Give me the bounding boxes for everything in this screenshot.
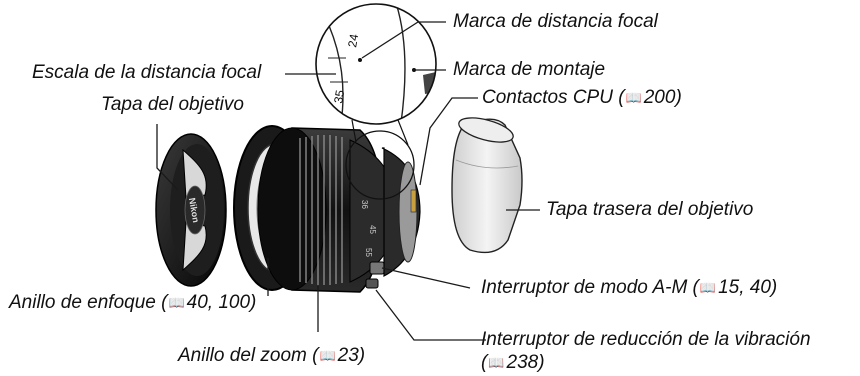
vr-ref-open: ( (481, 352, 488, 373)
book-icon: 📖 (319, 348, 336, 363)
cpu-contacts-ref: 200 (643, 87, 676, 108)
leader-am (381, 267, 471, 289)
label-focus-ring: Anillo de enfoque (📖40, 100) (9, 292, 256, 314)
leader-lens-cap (156, 124, 179, 191)
magnifier-scale-24: 24 (345, 33, 361, 49)
focus-ring-text: Anillo de enfoque ( (9, 292, 168, 313)
zoom-ring-close: ) (358, 345, 366, 366)
am-switch (369, 261, 385, 275)
label-zoom-ring: Anillo del zoom (📖23) (178, 345, 365, 367)
lens-cap: Nikon (155, 133, 227, 287)
book-icon: 📖 (488, 355, 505, 370)
label-vr-ref: (📖238) (481, 352, 545, 374)
detail-circle (345, 130, 415, 200)
label-focal-length-scale: Escala de la distancia focal (32, 62, 262, 83)
lens-scale-36: 36 (360, 200, 369, 209)
book-icon: 📖 (168, 295, 185, 310)
vr-ref-close: ) (538, 352, 545, 373)
label-cpu-contacts: Contactos CPU (📖200) (482, 87, 682, 109)
cpu-contacts (410, 189, 417, 213)
book-icon: 📖 (699, 280, 717, 295)
leader-lines (156, 21, 540, 341)
magnifier-scale-35: 35 (331, 89, 347, 105)
am-switch-close: ) (770, 277, 778, 298)
label-focal-length-mark: Marca de distancia focal (453, 11, 658, 32)
magnifier-detail: 24 35 (315, 3, 437, 125)
lens-barrel: 36 45 55 (257, 127, 421, 293)
zoom-ring-ref: 23 (337, 345, 359, 366)
book-icon: 📖 (625, 90, 642, 105)
zoom-ring-text: Anillo del zoom ( (178, 345, 319, 366)
vr-ref-num: 238 (506, 352, 539, 373)
label-vr-switch: Interruptor de reducción de la vibración (481, 329, 811, 350)
label-rear-cap: Tapa trasera del objetivo (546, 199, 754, 220)
am-switch-text: Interruptor de modo A-M ( (481, 277, 699, 298)
focus-ring-close: ) (250, 292, 257, 313)
leader-cpu (419, 97, 478, 186)
lens-scale-45: 45 (368, 225, 377, 234)
lens-cap-brand: Nikon (187, 197, 201, 223)
cpu-contacts-close: ) (675, 87, 682, 108)
rear-cap (451, 117, 523, 254)
lens-scale-55: 55 (364, 248, 373, 257)
label-mounting-mark: Marca de montaje (453, 59, 606, 80)
vr-switch (365, 278, 379, 289)
focus-ring-ref: 40, 100 (186, 292, 251, 313)
cpu-contacts-text: Contactos CPU ( (482, 87, 625, 108)
zoom-ring-ribs (299, 135, 343, 285)
label-lens-cap: Tapa del objetivo (101, 94, 244, 115)
am-switch-ref: 15, 40 (718, 277, 771, 298)
leader-focal-mark (361, 21, 446, 59)
leader-vr (375, 289, 486, 341)
label-am-switch: Interruptor de modo A-M (📖15, 40) (481, 277, 777, 299)
